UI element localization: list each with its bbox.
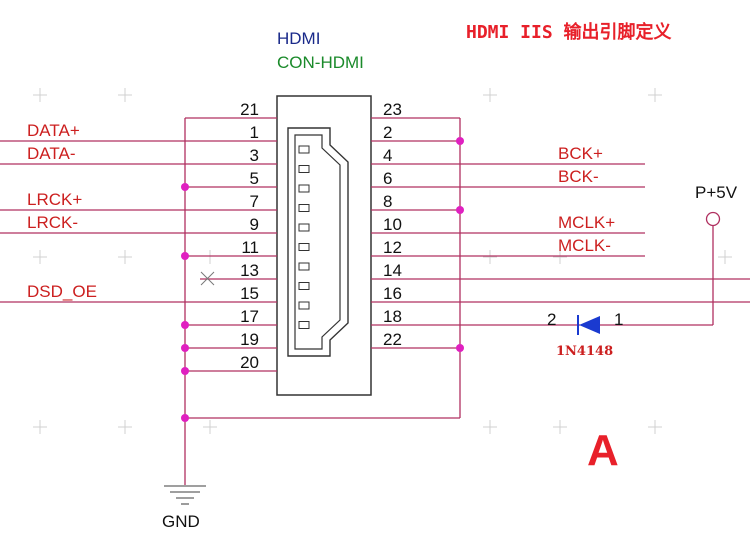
- junction-dot: [181, 344, 189, 352]
- signal-lrck-plus: LRCK+: [27, 190, 82, 209]
- pin-number: 15: [240, 284, 259, 303]
- pin-number: 17: [240, 307, 259, 326]
- pin-number: 22: [383, 330, 402, 349]
- signal-data-minus: DATA-: [27, 144, 75, 163]
- pin-number: 6: [383, 169, 392, 188]
- connector-name: HDMI: [277, 29, 320, 48]
- pin-number: 23: [383, 100, 402, 119]
- connector-slot: [298, 223, 310, 232]
- connector-body: [276, 95, 372, 396]
- signal-data-plus: DATA+: [27, 121, 80, 140]
- pin-number: 9: [250, 215, 259, 234]
- corner-mark: A: [587, 426, 619, 475]
- pin-number: 7: [250, 192, 259, 211]
- pin-number: 14: [383, 261, 402, 280]
- pin-number: 18: [383, 307, 402, 326]
- connector-slot: [298, 165, 310, 173]
- connector-part: CON-HDMI: [277, 53, 364, 72]
- connector-slot: [298, 262, 310, 271]
- signal-lrck-minus: LRCK-: [27, 213, 78, 232]
- diode-icon: [577, 315, 600, 335]
- junction-dots: [181, 137, 464, 422]
- connector-inner-outline: [294, 134, 341, 350]
- junction-dot: [181, 252, 189, 260]
- no-connect-marker: [200, 271, 215, 286]
- pin-number: 13: [240, 261, 259, 280]
- grid-marks: [33, 88, 732, 434]
- junction-dot: [181, 414, 189, 422]
- nets: [0, 117, 750, 485]
- junction-dot: [456, 137, 464, 145]
- signal-bck-plus: BCK+: [558, 144, 603, 163]
- connector-slot: [298, 282, 310, 290]
- connector-slot: [298, 321, 310, 329]
- signal-bck-minus: BCK-: [558, 167, 599, 186]
- pin-number: 10: [383, 215, 402, 234]
- pin-number: 20: [240, 353, 259, 372]
- power-label: P+5V: [695, 183, 738, 202]
- pin-number: 5: [250, 169, 259, 188]
- diode-part-label: 1N4148: [556, 344, 613, 359]
- pin-number: 8: [383, 192, 392, 211]
- pin-number: 3: [250, 146, 259, 165]
- connector-slot: [298, 301, 310, 310]
- pin-number: 12: [383, 238, 402, 257]
- junction-dot: [181, 367, 189, 375]
- right-pin-numbers: 23 2 4 6 8 10 12 14 16 18 22: [383, 100, 402, 349]
- connector-slots: [298, 145, 310, 329]
- connector-slot: [298, 145, 310, 154]
- pin-number: 11: [241, 238, 259, 257]
- ground-label: GND: [162, 512, 200, 531]
- ground-icon: [164, 485, 206, 505]
- diode-pin-cathode: 1: [614, 310, 623, 329]
- connector-slot: [298, 243, 310, 251]
- junction-dot: [181, 321, 189, 329]
- pin-number: 21: [240, 100, 259, 119]
- pin-number: 4: [383, 146, 392, 165]
- power-terminal-icon: [705, 211, 721, 227]
- connector-slot: [298, 184, 310, 193]
- signal-mclk-plus: MCLK+: [558, 213, 615, 232]
- diagram-title: HDMI IIS 输出引脚定义: [466, 21, 672, 43]
- pin-number: 2: [383, 123, 392, 142]
- signal-mclk-minus: MCLK-: [558, 236, 611, 255]
- junction-dot: [456, 206, 464, 214]
- connector-outline: [287, 127, 349, 357]
- pin-number: 19: [240, 330, 259, 349]
- pin-number: 1: [250, 123, 259, 142]
- connector-slot: [298, 204, 310, 212]
- pin-number: 16: [383, 284, 402, 303]
- junction-dot: [181, 183, 189, 191]
- junction-dot: [456, 344, 464, 352]
- diode-pin-anode: 2: [547, 310, 556, 329]
- signal-dsd-oe: DSD_OE: [27, 282, 97, 301]
